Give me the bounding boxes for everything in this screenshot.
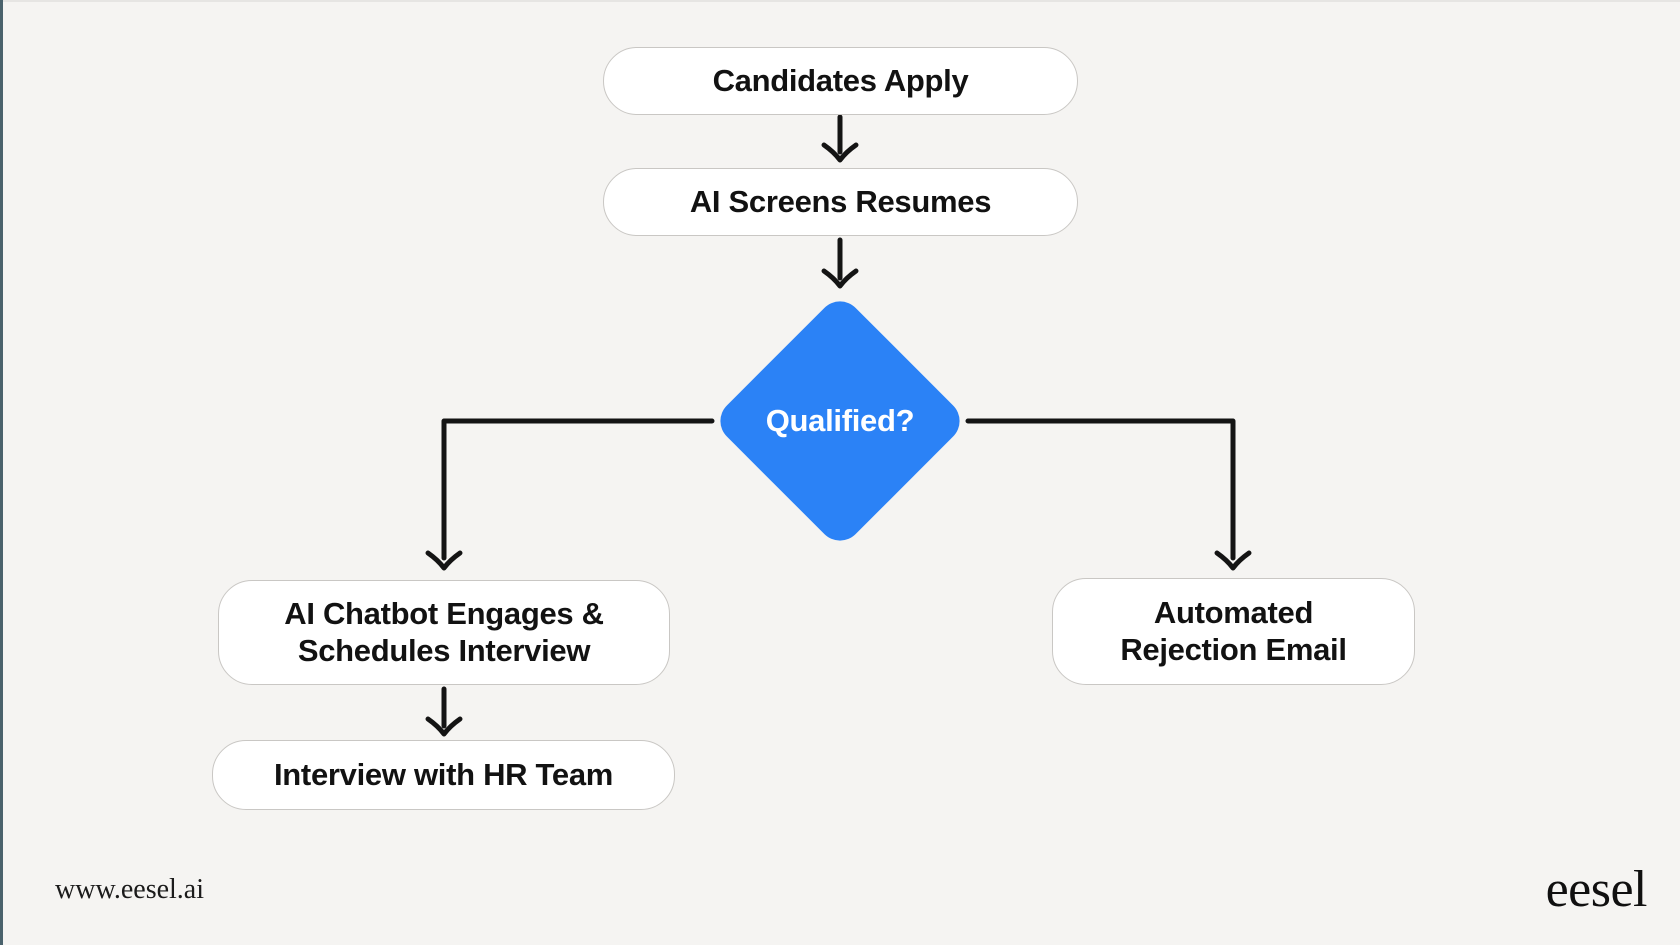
node-chatbot-engages: AI Chatbot Engages & Schedules Interview [218, 580, 670, 685]
node-ai-screens-resumes: AI Screens Resumes [603, 168, 1078, 236]
connector-qualified-to-chatbot [425, 418, 715, 571]
top-hairline [0, 0, 1680, 2]
window-edge-stripe [0, 0, 3, 945]
arrow-chatbot-to-interview [425, 686, 463, 737]
brand-wordmark: eesel [1545, 861, 1648, 918]
node-automated-rejection: Automated Rejection Email [1052, 578, 1415, 685]
connector-qualified-to-rejection [965, 418, 1252, 571]
qualified-label: Qualified? [765, 403, 915, 438]
node-qualified-decision: Qualified? [711, 292, 969, 550]
arrow-candidates-to-screens [821, 114, 859, 163]
website-url: www.eesel.ai [55, 874, 205, 905]
node-candidates-apply: Candidates Apply [603, 47, 1078, 115]
arrow-screens-to-qualified [821, 237, 859, 289]
node-interview-hr-team: Interview with HR Team [212, 740, 675, 810]
